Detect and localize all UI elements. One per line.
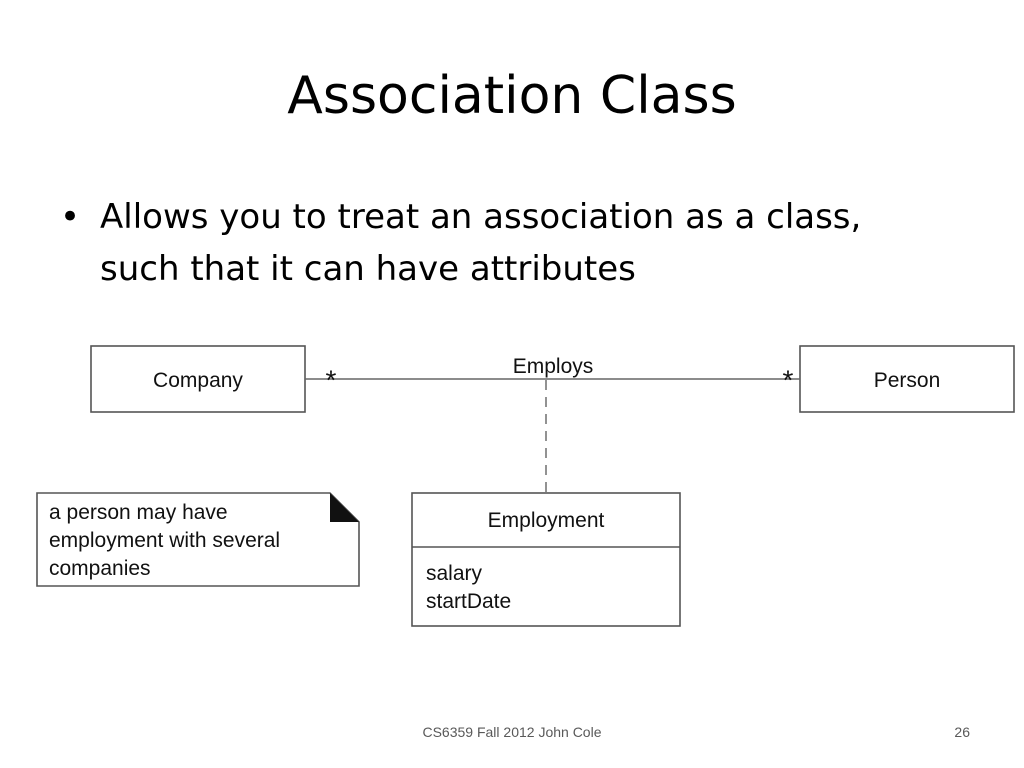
employment-class-name: Employment <box>488 509 605 532</box>
association-name: Employs <box>513 355 594 378</box>
left-multiplicity: * <box>326 364 337 395</box>
employment-attribute-startdate: startDate <box>426 590 511 613</box>
bullet-text: Allows you to treat an association as a … <box>100 191 960 295</box>
slide-title: Association Class <box>287 66 737 126</box>
page-number: 26 <box>954 724 970 740</box>
employment-class-box <box>411 492 681 627</box>
bullet-marker: • <box>60 197 81 237</box>
footer-text: CS6359 Fall 2012 John Cole <box>422 724 602 740</box>
bullet-line-1: Allows you to treat an association as a … <box>100 197 862 237</box>
employment-class: Employment salary startDate <box>411 492 681 627</box>
note: a person may have employment with severa… <box>36 492 360 587</box>
note-folded-corner <box>330 493 359 522</box>
note-line-2: employment with several <box>49 529 280 552</box>
person-class-name: Person <box>874 369 941 392</box>
note-line-3: companies <box>49 557 151 580</box>
person-class: Person <box>799 345 1015 413</box>
employment-attribute-salary: salary <box>426 562 483 585</box>
company-class-box <box>90 345 306 413</box>
right-multiplicity: * <box>783 364 794 395</box>
bullet-line-2: such that it can have attributes <box>100 249 636 289</box>
note-line-1: a person may have <box>49 501 228 524</box>
company-class: Company <box>90 345 306 413</box>
company-class-name: Company <box>153 369 243 392</box>
note-box <box>36 492 360 587</box>
